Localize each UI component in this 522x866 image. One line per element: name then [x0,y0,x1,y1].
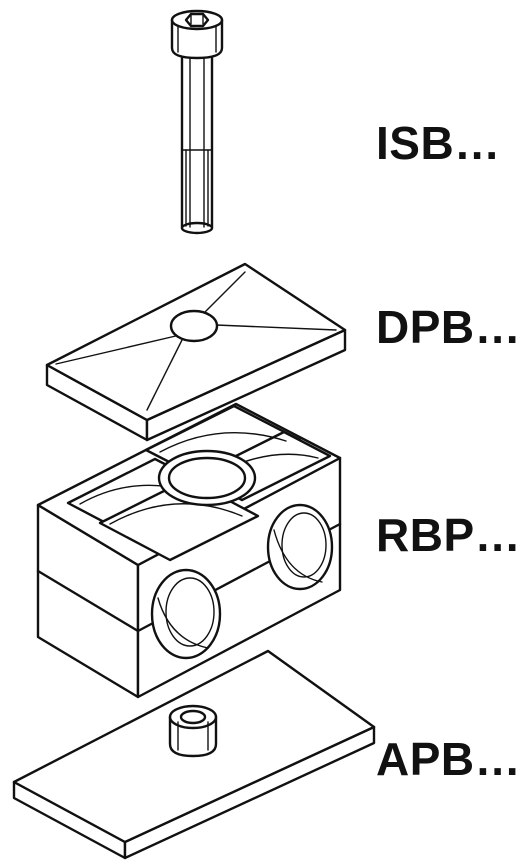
label-isb: ISB… [376,117,501,169]
label-dpb: DPB… [376,301,522,353]
socket-head-screw [170,9,224,235]
cover-plate [45,262,347,442]
clamp-block [36,402,342,699]
base-plate [12,649,376,860]
label-rbp: RBP… [376,509,522,561]
label-apb: APB… [376,733,522,785]
